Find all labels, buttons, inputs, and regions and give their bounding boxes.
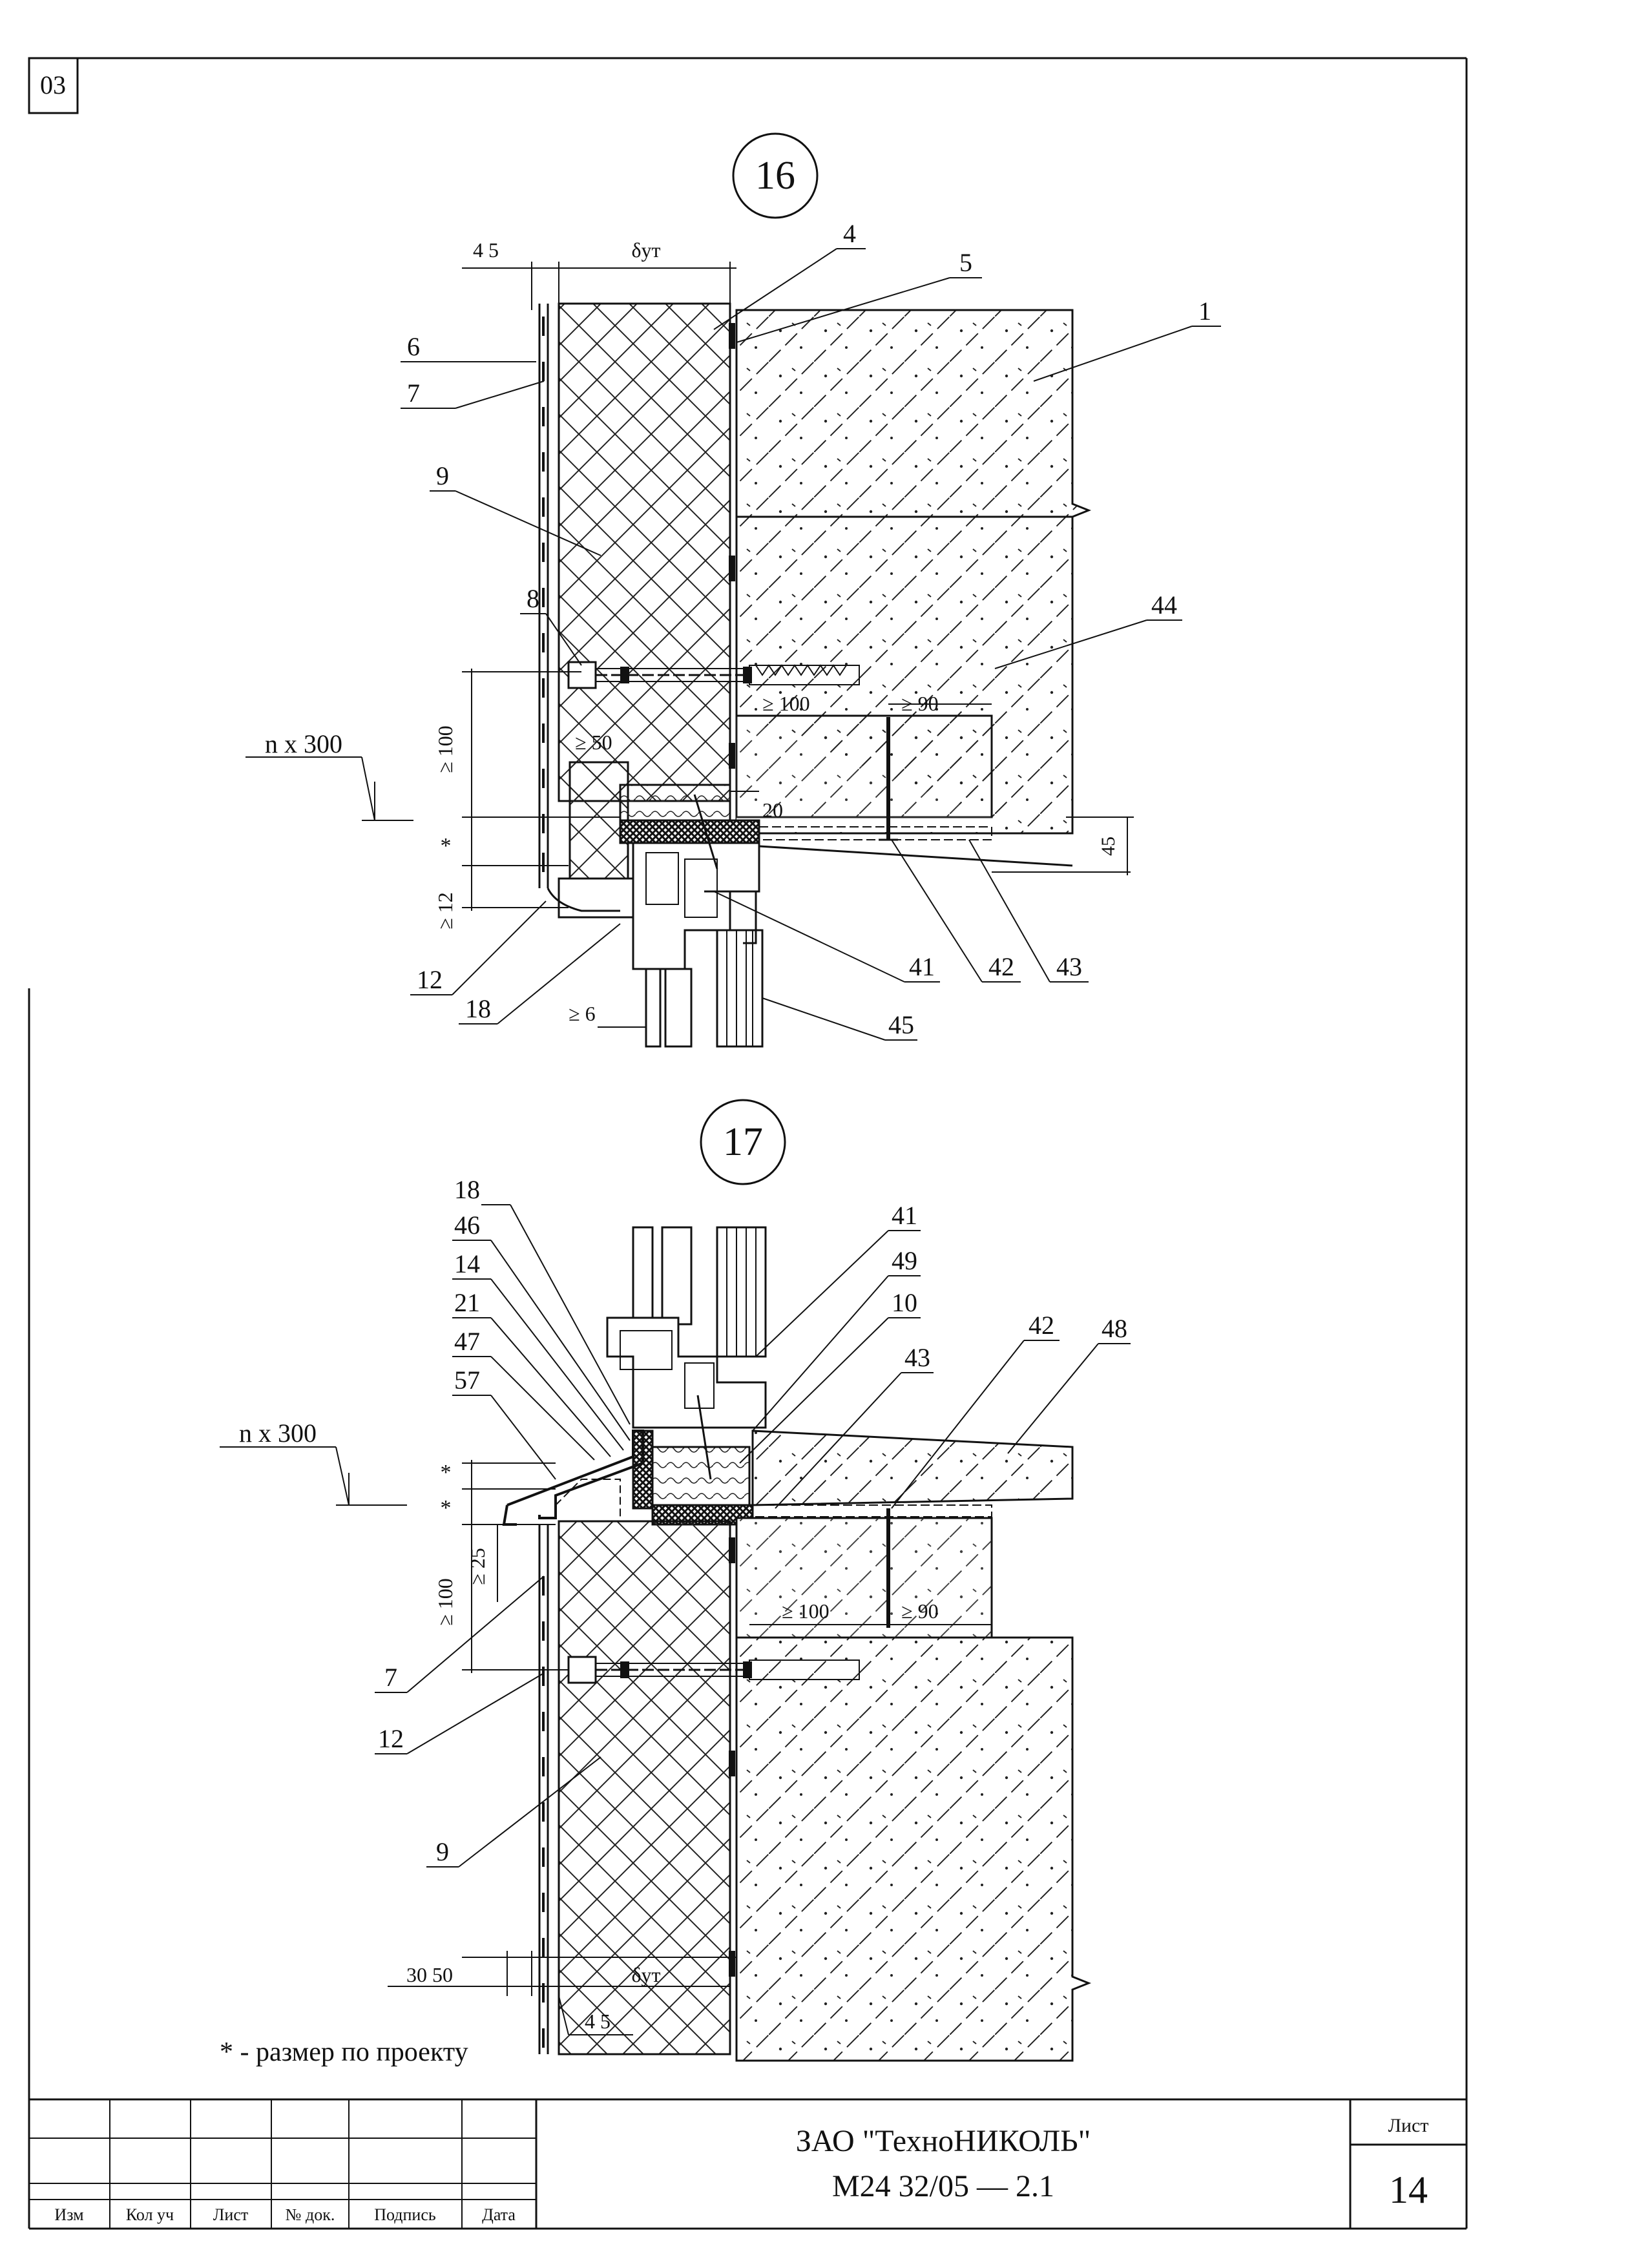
insulation-17	[558, 1520, 731, 2055]
dim-17-0: *	[441, 1461, 452, 1484]
col-doc: № док.	[286, 2205, 335, 2224]
anchor-8	[567, 661, 860, 689]
dim-top-left: 4 5	[473, 238, 499, 262]
callout-17-12: 12	[378, 1724, 404, 1753]
module-label-17: n x 300	[239, 1419, 317, 1448]
dim-16-1: ≥ 50	[575, 731, 612, 754]
wood-block-10	[651, 1446, 751, 1506]
callout-17-47: 47	[454, 1327, 480, 1356]
callout-17-48: 48	[1102, 1314, 1127, 1343]
detail-17: 17	[220, 1099, 1131, 2062]
col-izm: Изм	[54, 2205, 83, 2224]
dim-16-7: 45	[1098, 837, 1119, 856]
col-date: Дата	[482, 2205, 516, 2224]
callout-17-18: 18	[454, 1175, 480, 1204]
leaders-17	[375, 1204, 1131, 1867]
sheet-frame	[28, 57, 1468, 2230]
dim-16-0: ≥ 100	[433, 725, 457, 773]
dim-17-3: ≥ 100	[433, 1578, 457, 1626]
callout-17-41: 41	[892, 1201, 917, 1230]
detail-16-marker	[732, 132, 819, 219]
dim-17-4: ≥ 100	[782, 1599, 830, 1623]
callout-16-42: 42	[988, 952, 1014, 981]
callout-16-18: 18	[465, 994, 491, 1023]
dim-bottom-left: 30 50	[406, 1963, 453, 1986]
sheet-code: 03	[40, 70, 66, 99]
callout-17-10: 10	[892, 1288, 917, 1317]
callout-16-7: 7	[407, 379, 420, 408]
sheet-code-box: 03	[28, 57, 79, 114]
col-kol: Кол уч	[126, 2205, 174, 2224]
callout-16-6: 6	[407, 332, 420, 361]
detail-17-number: 17	[723, 1120, 763, 1164]
callout-17-9: 9	[436, 1837, 449, 1866]
dim-16-8: ≥ 6	[569, 1002, 596, 1025]
dim-bottom-small: 4 5	[585, 2010, 611, 2033]
callout-17-21: 21	[454, 1288, 480, 1317]
callout-16-41: 41	[909, 952, 935, 981]
title-block	[29, 2098, 1467, 2229]
detail-16: 16	[245, 132, 1221, 1048]
drip-flashing-57	[506, 1430, 644, 1519]
doc-code: М24 32/05 — 2.1	[832, 2169, 1054, 2203]
callout-17-49: 49	[892, 1246, 917, 1275]
callout-17-42: 42	[1029, 1311, 1054, 1340]
dim-bottom-ins: δут	[631, 1963, 660, 1986]
window-frame-17	[606, 1226, 767, 1429]
module-label-16: n x 300	[265, 729, 342, 758]
module-line-16	[245, 756, 413, 821]
dim-17-2: ≥ 25	[466, 1548, 489, 1585]
wall-upper	[735, 309, 1092, 518]
callout-17-43: 43	[904, 1343, 930, 1372]
callout-17-7: 7	[384, 1663, 397, 1692]
callout-16-43: 43	[1056, 952, 1082, 981]
sheet-label: Лист	[1388, 2115, 1429, 2136]
glue-strip-5	[729, 323, 735, 769]
dims-17	[388, 1460, 992, 2035]
dim-16-5: ≥ 90	[901, 692, 939, 715]
dim-17-1: *	[441, 1496, 452, 1520]
sill-48	[751, 1430, 1074, 1506]
footnote: * - размер по проекту	[220, 2037, 468, 2067]
dim-16-3: ≥ 12	[433, 892, 457, 930]
module-line-17	[220, 1446, 407, 1506]
anchor-17	[567, 1656, 860, 1684]
callout-16-45: 45	[888, 1010, 914, 1039]
callout-16-1: 1	[1198, 297, 1211, 326]
dim-16-6: 20	[762, 798, 783, 822]
callout-17-57: 57	[454, 1366, 480, 1395]
callout-16-4: 4	[843, 219, 856, 248]
dim-16-4: ≥ 100	[762, 692, 810, 715]
callout-16-8: 8	[527, 584, 539, 613]
window-frame-16	[619, 717, 1073, 1048]
dims-16	[462, 262, 1134, 1034]
callout-16-12: 12	[417, 965, 443, 994]
company-name: ЗАО "ТехноНИКОЛЬ"	[796, 2124, 1091, 2158]
detail-17-marker	[700, 1099, 786, 1185]
sheet-number: 14	[1389, 2169, 1428, 2211]
callout-16-44: 44	[1151, 590, 1177, 619]
callout-17-46: 46	[454, 1211, 480, 1240]
dim-16-2: *	[441, 834, 452, 858]
col-sign: Подпись	[374, 2205, 436, 2224]
callout-16-9: 9	[436, 461, 449, 490]
dim-17-5: ≥ 90	[901, 1599, 939, 1623]
detail-16-number: 16	[755, 154, 795, 198]
insulation-9	[558, 302, 731, 802]
callout-16-5: 5	[959, 248, 972, 277]
callout-17-14: 14	[454, 1249, 480, 1278]
dim-top-ins: δут	[631, 238, 660, 262]
col-list: Лист	[213, 2205, 248, 2224]
leaders-16	[401, 248, 1221, 1041]
